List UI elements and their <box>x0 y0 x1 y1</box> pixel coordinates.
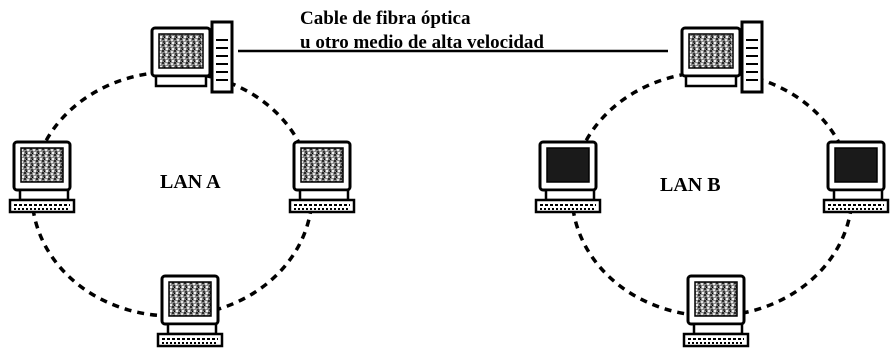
lan-a-right-computer-icon <box>288 140 356 214</box>
lan-a-label: LAN A <box>160 171 221 193</box>
lan-b-left-computer-icon <box>534 140 602 214</box>
lan-b-label: LAN B <box>660 174 721 196</box>
lan-b-bottom-computer-icon <box>682 274 750 348</box>
lan-a-server-icon <box>150 20 234 94</box>
link-caption-line1: Cable de fibra óptica <box>300 8 471 29</box>
lan-b-right-computer-icon <box>822 140 890 214</box>
lan-b-server-icon <box>680 20 764 94</box>
lan-a-left-computer-icon <box>8 140 76 214</box>
lan-a-bottom-computer-icon <box>156 274 224 348</box>
link-caption-line2: u otro medio de alta velocidad <box>300 32 545 53</box>
